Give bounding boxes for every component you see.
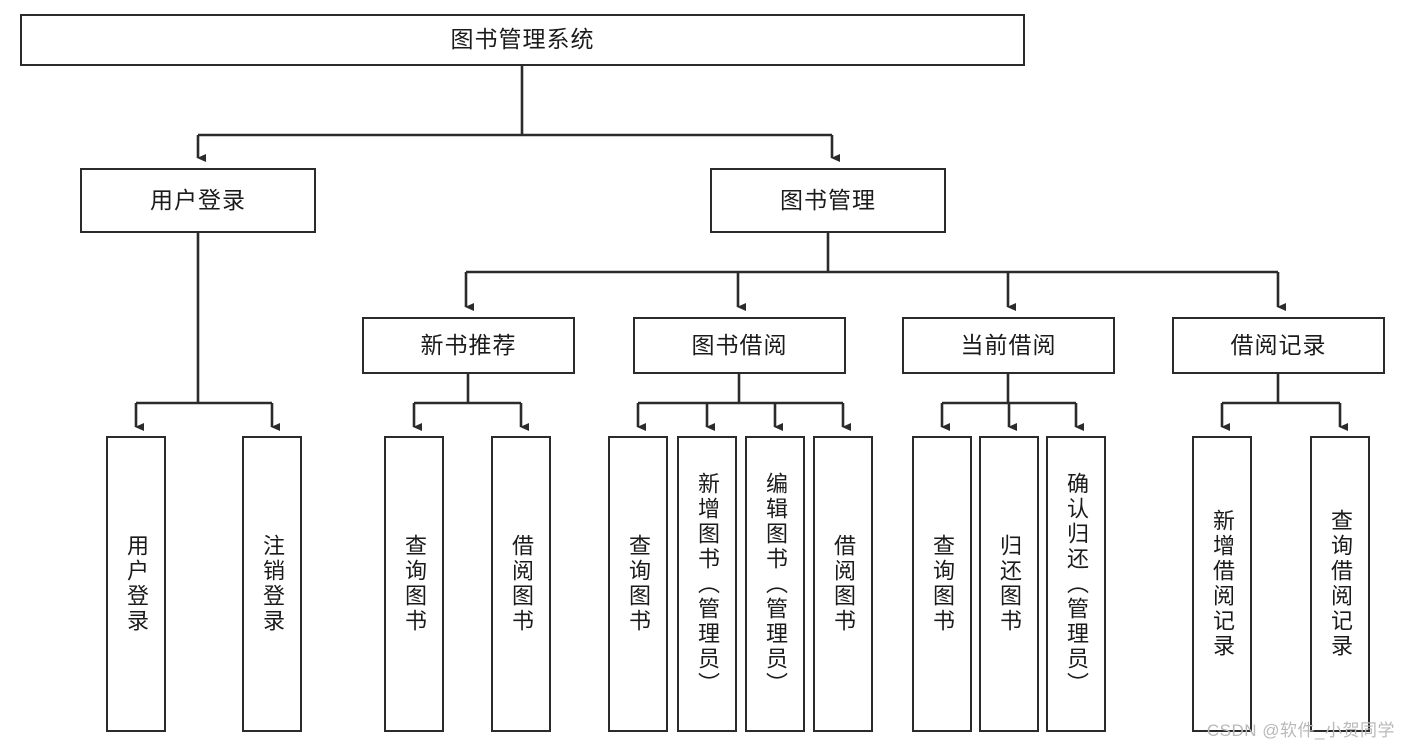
node-label: 新增图书（管理员） (694, 471, 720, 697)
node-book-management[interactable]: 图书管理 (710, 168, 946, 233)
node-user-login[interactable]: 用户登录 (80, 168, 316, 233)
node-label: 编辑图书（管理员） (762, 471, 788, 697)
node-label: 归还图书 (996, 534, 1022, 634)
watermark: CSDN @软件_小贺同学 (1206, 721, 1395, 740)
node-label: 新书推荐 (420, 331, 517, 358)
leaf-current-confirm-return-admin[interactable]: 确认归还（管理员） (1046, 436, 1106, 732)
leaf-new-book-query[interactable]: 查询图书 (384, 436, 444, 732)
node-label: 借阅图书 (830, 534, 856, 634)
leaf-current-query-book[interactable]: 查询图书 (912, 436, 972, 732)
leaf-current-return-book[interactable]: 归还图书 (979, 436, 1039, 732)
node-label: 注销登录 (259, 534, 285, 634)
node-root-system[interactable]: 图书管理系统 (20, 14, 1025, 66)
node-label: 确认归还（管理员） (1063, 471, 1089, 697)
node-label: 新增借阅记录 (1209, 509, 1235, 659)
node-label: 查询借阅记录 (1327, 509, 1353, 659)
leaf-user-login-signin[interactable]: 用户登录 (106, 436, 166, 732)
node-book-borrow[interactable]: 图书借阅 (633, 317, 846, 374)
node-current-borrow[interactable]: 当前借阅 (902, 317, 1115, 374)
node-label: 当前借阅 (960, 331, 1057, 358)
node-label: 用户登录 (150, 186, 246, 213)
leaf-new-book-borrow[interactable]: 借阅图书 (491, 436, 551, 732)
leaf-borrow-query-book[interactable]: 查询图书 (608, 436, 668, 732)
node-borrow-records[interactable]: 借阅记录 (1172, 317, 1385, 374)
node-label: 图书管理 (780, 186, 876, 213)
leaf-records-add-record[interactable]: 新增借阅记录 (1192, 436, 1252, 732)
node-label: 图书管理系统 (450, 26, 595, 53)
leaf-records-query-record[interactable]: 查询借阅记录 (1310, 436, 1370, 732)
leaf-borrow-borrow-book[interactable]: 借阅图书 (813, 436, 873, 732)
node-label: 查询图书 (625, 534, 651, 634)
node-label: 借阅记录 (1230, 331, 1327, 358)
node-label: 查询图书 (929, 534, 955, 634)
leaf-borrow-edit-book-admin[interactable]: 编辑图书（管理员） (745, 436, 805, 732)
node-new-book-recommend[interactable]: 新书推荐 (362, 317, 575, 374)
leaf-borrow-add-book-admin[interactable]: 新增图书（管理员） (677, 436, 737, 732)
node-label: 用户登录 (123, 534, 149, 634)
node-label: 借阅图书 (508, 534, 534, 634)
node-label: 查询图书 (401, 534, 427, 634)
leaf-user-login-logout[interactable]: 注销登录 (242, 436, 302, 732)
node-label: 图书借阅 (691, 331, 788, 358)
